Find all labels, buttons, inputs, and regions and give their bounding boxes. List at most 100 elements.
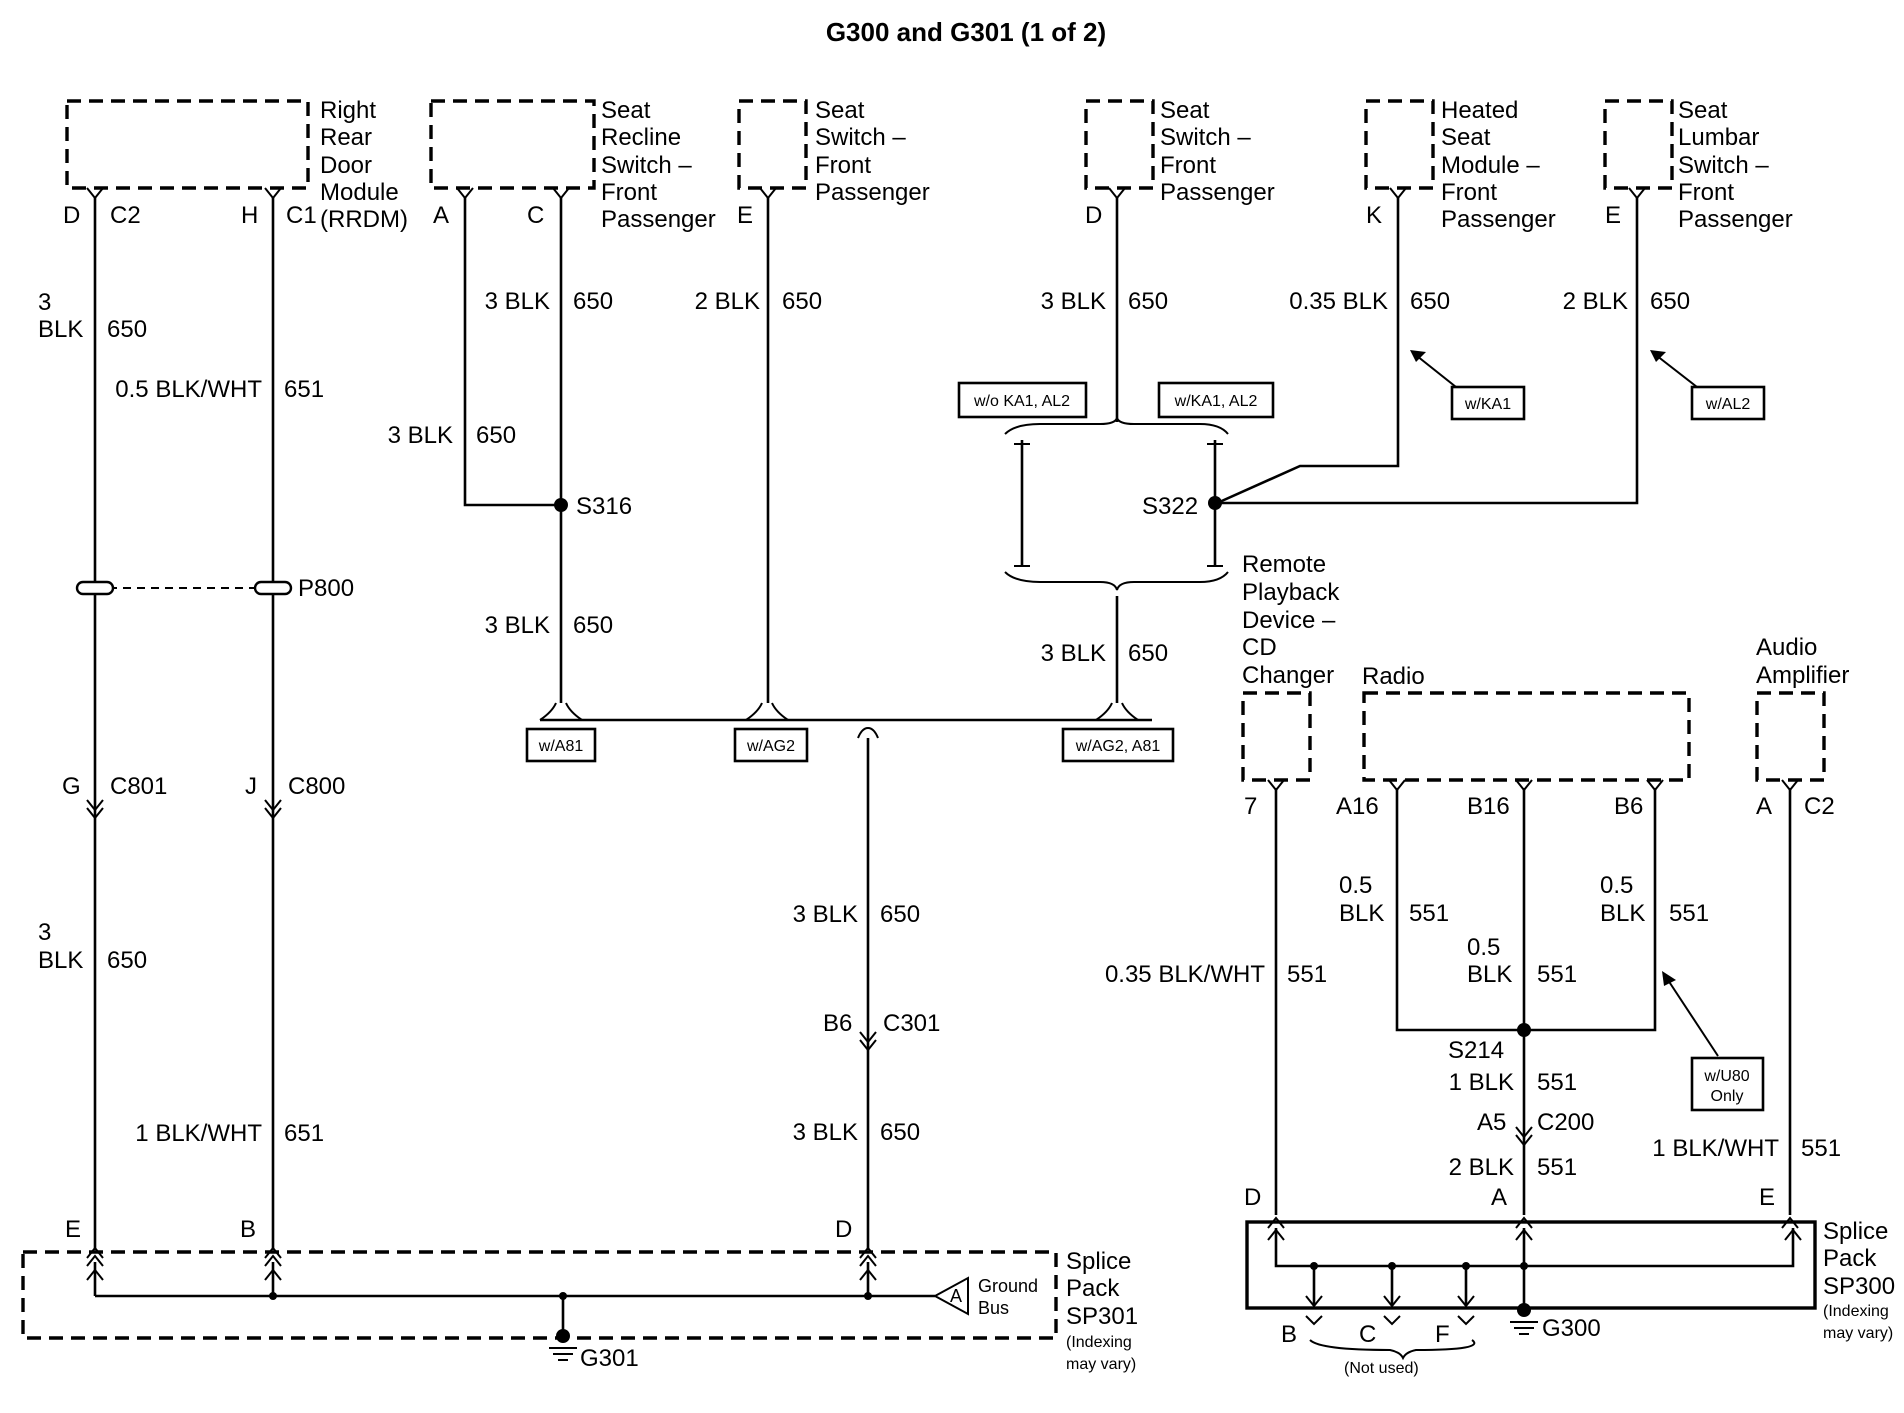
svg-text:Switch –: Switch – (601, 152, 692, 179)
svg-text:C1: C1 (286, 202, 317, 229)
svg-text:CD: CD (1242, 634, 1277, 661)
ground-g300: G300 (1542, 1315, 1601, 1342)
svg-text:3: 3 (38, 919, 51, 946)
svg-text:B6: B6 (1614, 793, 1643, 820)
svg-text:Passenger: Passenger (1441, 206, 1556, 233)
splice-dots (269, 496, 1531, 1300)
svg-text:650: 650 (880, 901, 920, 928)
svg-text:Switch –: Switch – (1160, 124, 1251, 151)
seat-recline-box (429, 99, 596, 190)
svg-text:E: E (1759, 1184, 1775, 1211)
svg-text:Front: Front (815, 152, 871, 179)
svg-text:650: 650 (573, 288, 613, 315)
wire-lumbar-e (1215, 197, 1639, 505)
rrdm-label: Right Rear Door Module (RRDM) (320, 97, 408, 233)
svg-text:Right: Right (320, 97, 376, 124)
radio-label: Radio (1362, 663, 1425, 690)
svg-text:650: 650 (1128, 640, 1168, 667)
svg-text:650: 650 (1410, 288, 1450, 315)
svg-text:A: A (950, 1286, 962, 1306)
sp300-box (1245, 1220, 1817, 1310)
svg-text:7: 7 (1244, 793, 1257, 820)
svg-text:Module: Module (320, 179, 399, 206)
svg-text:Rear: Rear (320, 124, 372, 151)
svg-text:0.35 BLK/WHT: 0.35 BLK/WHT (1105, 961, 1265, 988)
diagram-title: G300 and G301 (1 of 2) (826, 17, 1106, 47)
sp301-label: Splice Pack SP301 (Indexing may vary) (1066, 1248, 1138, 1373)
svg-text:2 BLK: 2 BLK (695, 288, 760, 315)
cd-changer-box (1241, 691, 1312, 782)
radio-box (1362, 691, 1691, 782)
svg-text:D: D (1244, 1184, 1261, 1211)
svg-text:0.5: 0.5 (1467, 934, 1500, 961)
svg-text:Seat: Seat (815, 97, 865, 124)
ground-bus-marker: A Ground Bus (932, 1276, 1038, 1318)
splice-labels: S316 S322 S214 P800 G301 G300 (298, 493, 1601, 1372)
pin-arrows (86, 187, 1802, 1361)
svg-text:C800: C800 (288, 773, 345, 800)
svg-text:650: 650 (782, 288, 822, 315)
svg-text:SP301: SP301 (1066, 1303, 1138, 1330)
svg-text:C: C (1359, 1321, 1376, 1348)
svg-text:(Not used): (Not used) (1344, 1360, 1419, 1377)
svg-text:B6: B6 (823, 1010, 852, 1037)
option-w-ag2: w/AG2 (746, 738, 795, 755)
svg-text:551: 551 (1669, 900, 1709, 927)
svg-text:E: E (737, 202, 753, 229)
svg-text:G: G (62, 773, 81, 800)
svg-text:BLK: BLK (38, 947, 83, 974)
svg-text:B: B (1281, 1321, 1297, 1348)
svg-text:(Indexing: (Indexing (1066, 1334, 1132, 1351)
svg-text:(RRDM): (RRDM) (320, 206, 408, 233)
svg-text:2 BLK: 2 BLK (1449, 1154, 1514, 1181)
svg-text:1 BLK/WHT: 1 BLK/WHT (1652, 1135, 1779, 1162)
svg-text:C801: C801 (110, 773, 167, 800)
svg-text:551: 551 (1537, 1069, 1577, 1096)
seat-switch-2-box (1084, 99, 1155, 190)
connector-p800: P800 (298, 575, 354, 602)
svg-text:A5: A5 (1477, 1109, 1506, 1136)
svg-text:Passenger: Passenger (601, 206, 716, 233)
wire-labels: 3 BLK 650 0.5 BLK/WHT 651 3 BLK 650 3 BL… (38, 288, 1841, 1181)
svg-text:(Indexing: (Indexing (1823, 1303, 1889, 1320)
svg-text:Front: Front (601, 179, 657, 206)
svg-text:Bus: Bus (978, 1298, 1009, 1318)
svg-text:650: 650 (573, 612, 613, 639)
splice-s316: S316 (576, 493, 632, 520)
svg-text:650: 650 (107, 947, 147, 974)
svg-text:F: F (1435, 1321, 1450, 1348)
svg-text:3 BLK: 3 BLK (1041, 288, 1106, 315)
svg-text:650: 650 (1650, 288, 1690, 315)
svg-text:C2: C2 (1804, 793, 1835, 820)
svg-text:3 BLK: 3 BLK (793, 901, 858, 928)
svg-text:H: H (241, 202, 258, 229)
seat-lumbar-label: Seat Lumbar Switch – Front Passenger (1678, 97, 1793, 233)
svg-text:Heated: Heated (1441, 97, 1518, 124)
option-w-al2: w/AL2 (1705, 396, 1751, 413)
seat-lumbar-box (1603, 99, 1674, 190)
seat-switch-1-label: Seat Switch – Front Passenger (815, 97, 930, 206)
splice-s214: S214 (1448, 1037, 1504, 1064)
svg-text:3 BLK: 3 BLK (1041, 640, 1106, 667)
svg-text:Seat: Seat (601, 97, 651, 124)
svg-text:2 BLK: 2 BLK (1563, 288, 1628, 315)
svg-text:A: A (1491, 1184, 1507, 1211)
svg-text:SP300: SP300 (1823, 1273, 1895, 1300)
svg-text:651: 651 (284, 1120, 324, 1147)
svg-text:Front: Front (1678, 179, 1734, 206)
svg-text:Passenger: Passenger (1678, 206, 1793, 233)
svg-text:Pack: Pack (1823, 1245, 1877, 1272)
svg-text:BLK: BLK (38, 316, 83, 343)
ground-g301: G301 (580, 1345, 639, 1372)
svg-text:Lumbar: Lumbar (1678, 124, 1759, 151)
svg-text:C: C (527, 202, 544, 229)
option-w-ag2-a81: w/AG2, A81 (1075, 738, 1161, 755)
svg-text:E: E (65, 1216, 81, 1243)
heated-seat-box (1364, 99, 1435, 190)
svg-text:D: D (63, 202, 80, 229)
svg-text:Amplifier: Amplifier (1756, 662, 1849, 689)
svg-text:Pack: Pack (1066, 1275, 1120, 1302)
cd-changer-label: Remote Playback Device – CD Changer (1242, 551, 1340, 689)
svg-text:3 BLK: 3 BLK (388, 422, 453, 449)
